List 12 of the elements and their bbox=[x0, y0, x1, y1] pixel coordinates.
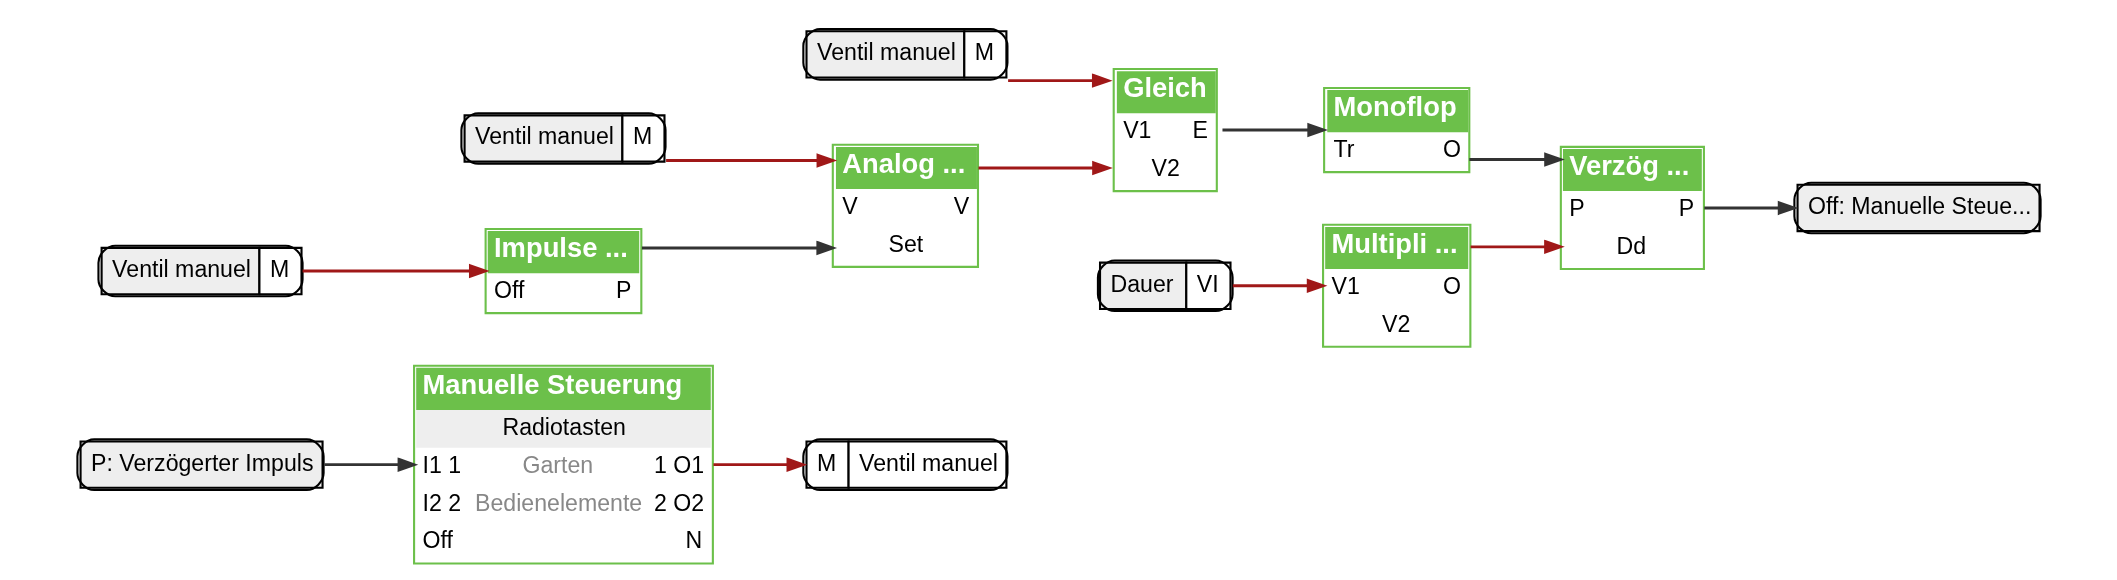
arrow bbox=[641, 240, 837, 256]
arrow bbox=[1703, 200, 1798, 216]
arrow bbox=[1007, 73, 1113, 88]
arrow bbox=[977, 160, 1113, 176]
arrow bbox=[1468, 152, 1565, 167]
arrow bbox=[1232, 278, 1327, 294]
arrow bbox=[323, 457, 418, 472]
arrow bbox=[1221, 122, 1328, 138]
arrow bbox=[712, 457, 807, 472]
arrow bbox=[302, 263, 490, 279]
arrow bbox=[665, 153, 837, 168]
arrow bbox=[1470, 239, 1565, 255]
